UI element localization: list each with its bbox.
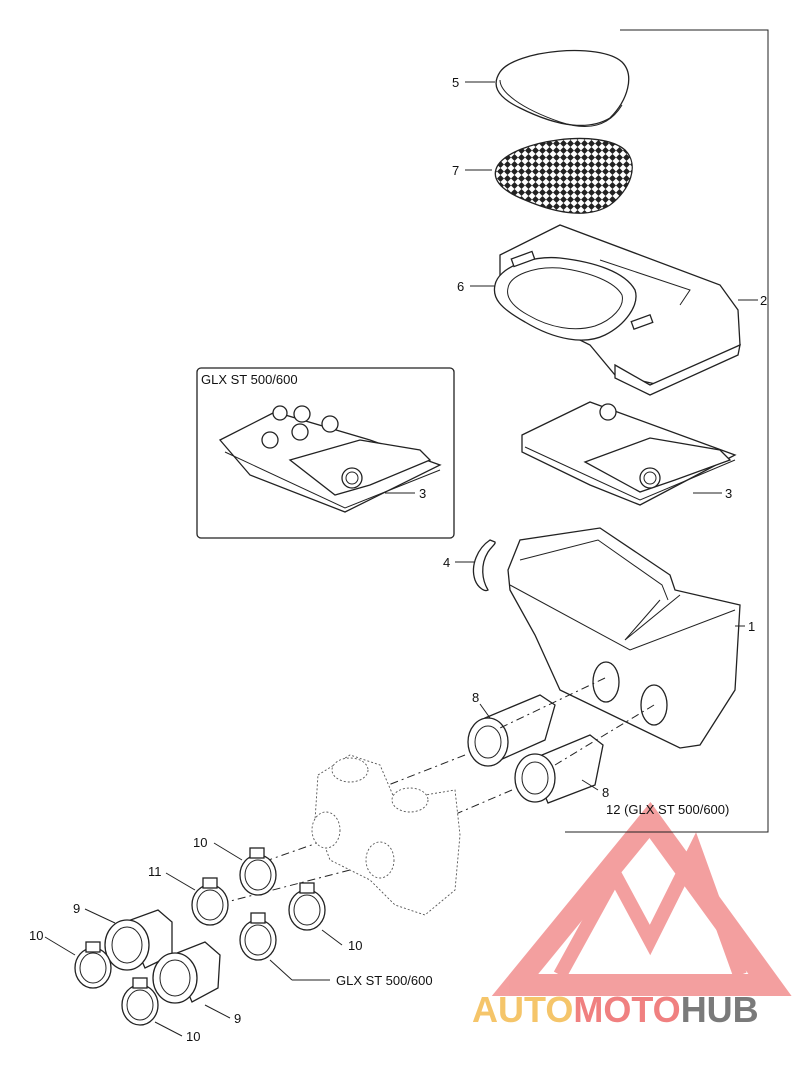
callout-10-left: 10 (29, 928, 43, 943)
hose-clamp-10a (239, 847, 277, 896)
watermark-moto: MOTO (573, 989, 680, 1030)
callout-7: 7 (452, 163, 459, 178)
mesh-screen-part (494, 137, 633, 214)
intake-boot-upper (467, 694, 556, 767)
hose-clamp-glx (239, 912, 277, 961)
callout-5: 5 (452, 75, 459, 90)
callout-9-left: 9 (73, 901, 80, 916)
callout-labels: 5 7 6 2 3 3 4 1 8 8 12 (GLX ST 500/600) … (29, 75, 767, 1044)
callout-3: 3 (725, 486, 732, 501)
rubber-boot-9b (152, 941, 221, 1004)
watermark-hub: HUB (681, 989, 759, 1030)
callout-10-bottom: 10 (186, 1029, 200, 1044)
filter-element-part (521, 401, 737, 506)
hose-clamp-10d (121, 977, 159, 1026)
carburetor-assembly (311, 754, 461, 916)
rubber-boot-9a (104, 909, 173, 971)
callout-3-inset: 3 (419, 486, 426, 501)
airbox-cover-part (493, 224, 741, 396)
foam-pad-part (495, 49, 630, 127)
watermark-text: AUTOMOTOHUB (472, 989, 759, 1030)
inset-title: GLX ST 500/600 (201, 372, 298, 387)
hose-clamp-10b (288, 882, 326, 931)
callout-9-bottom: 9 (234, 1011, 241, 1026)
callout-12: 12 (GLX ST 500/600) (606, 802, 729, 817)
hose-clamp-11 (191, 877, 229, 926)
callout-10-top: 10 (193, 835, 207, 850)
svg-text:AUTOMOTOHUB: AUTOMOTOHUB (472, 989, 759, 1030)
variant-inset: GLX ST 500/600 (196, 367, 455, 539)
callout-11: 11 (148, 864, 162, 879)
intake-boot-lower (514, 734, 604, 804)
hose-clamp-10c (74, 941, 112, 989)
watermark-logo (491, 802, 792, 996)
watermark-auto: AUTO (472, 989, 573, 1030)
callout-10-right: 10 (348, 938, 362, 953)
callout-4: 4 (443, 555, 450, 570)
leader-lines (44, 81, 758, 1037)
clip-part (472, 539, 496, 592)
airbox-part (507, 527, 741, 749)
callout-8-lower: 8 (602, 785, 609, 800)
callout-2: 2 (760, 293, 767, 308)
callout-glx-variant: GLX ST 500/600 (336, 973, 433, 988)
callout-1: 1 (748, 619, 755, 634)
callout-8-upper: 8 (472, 690, 479, 705)
assembly-bracket (565, 29, 769, 833)
callout-6: 6 (457, 279, 464, 294)
